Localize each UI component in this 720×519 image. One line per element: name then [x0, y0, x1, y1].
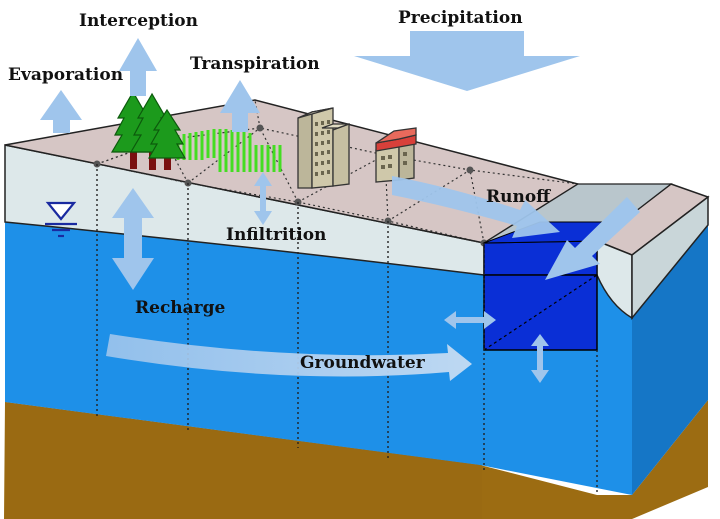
- building-icon: [297, 107, 417, 189]
- flow-arrows: [40, 31, 640, 383]
- runoff-arrow: [392, 176, 560, 238]
- interception-arrow: [119, 38, 157, 96]
- label-transpiration: Transpiration: [190, 54, 320, 74]
- label-runoff: Runoff: [486, 187, 551, 207]
- label-recharge: Recharge: [135, 298, 226, 318]
- bedrock-layer: [4, 400, 708, 519]
- groundwater-flow-arrow: [106, 334, 472, 381]
- crop-field-icon: [176, 129, 282, 172]
- recharge-arrow: [112, 188, 154, 290]
- exchange-horizontal-arrow: [444, 311, 496, 329]
- label-groundwater: Groundwater: [300, 353, 426, 373]
- precipitation-arrow: [354, 31, 580, 91]
- label-interception: Interception: [79, 11, 198, 31]
- river-inflow-arrow: [545, 197, 640, 280]
- infiltration-arrow: [254, 172, 272, 225]
- label-evaporation: Evaporation: [8, 65, 123, 85]
- evaporation-arrow: [40, 90, 82, 133]
- label-precipitation: Precipitation: [398, 8, 523, 28]
- exchange-vertical-arrow: [531, 334, 549, 383]
- mesh-verticals: [96, 164, 598, 493]
- transpiration-arrow: [220, 80, 260, 132]
- tree-icon: [110, 90, 187, 170]
- water-table-icon: [45, 201, 77, 238]
- label-infiltration: Infiltrition: [226, 225, 326, 245]
